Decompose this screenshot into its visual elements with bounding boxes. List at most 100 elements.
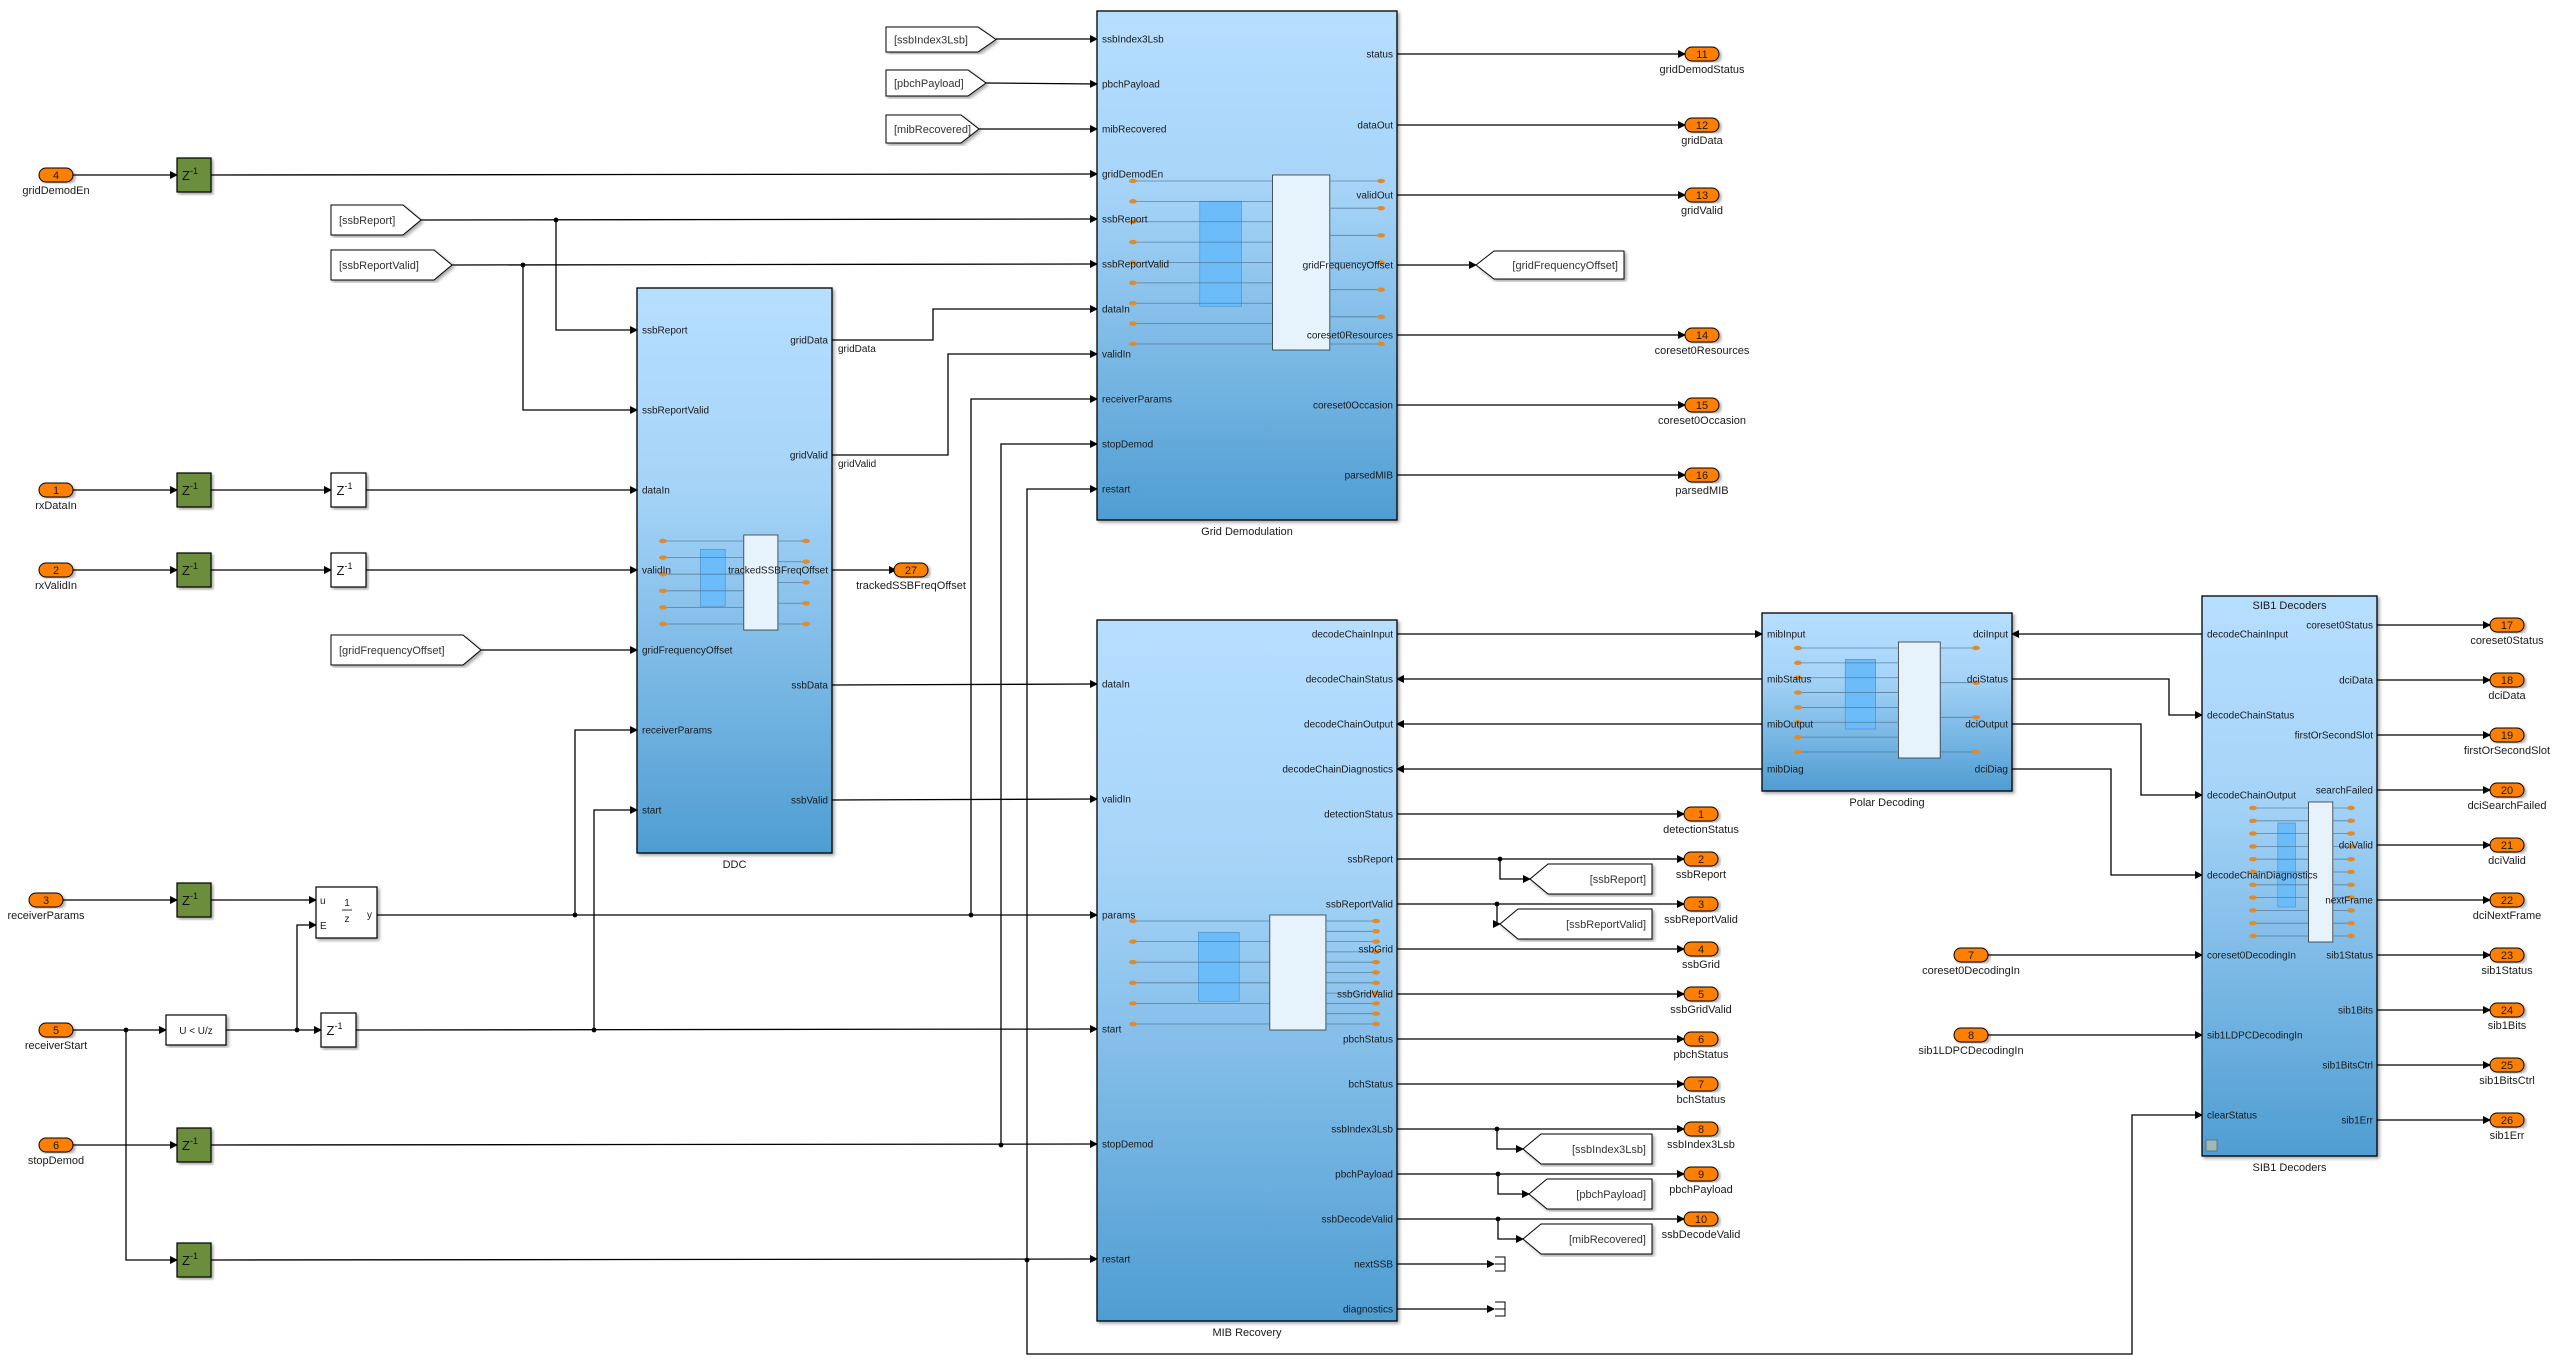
input-port-restart[interactable]: restart (1102, 1255, 1131, 1266)
goto-shape[interactable] (1522, 1133, 1653, 1165)
from-tag[interactable]: [gridFrequencyOffset] (330, 634, 482, 666)
output-port-ssbIndex3Lsb[interactable]: ssbIndex3Lsb (1331, 1125, 1393, 1136)
signal-line[interactable] (593, 806, 638, 1030)
input-port-restart[interactable]: restart (1102, 485, 1131, 496)
signal-line[interactable] (574, 726, 638, 915)
input-port-dataIn[interactable]: dataIn (1102, 680, 1130, 691)
output-port-sib1Err[interactable]: sib1Err (2341, 1116, 2373, 1127)
signal-line[interactable] (1493, 904, 1501, 928)
inport-shape[interactable] (38, 1022, 74, 1038)
input-port-dataIn[interactable]: dataIn (1102, 305, 1130, 316)
output-port-pbchPayload[interactable]: pbchPayload (1335, 1170, 1393, 1181)
delay-shape[interactable] (176, 552, 212, 588)
output-port-bchStatus[interactable]: bchStatus (1349, 1080, 1393, 1091)
output-port-validOut[interactable]: validOut (1356, 191, 1393, 202)
outport-shape[interactable] (1683, 851, 1719, 867)
from-shape[interactable] (330, 249, 453, 281)
delay-shape[interactable] (176, 157, 212, 193)
goto-tag[interactable]: [gridFrequencyOffset] (1475, 250, 1625, 280)
output-port-coreset0Status[interactable]: coreset0Status (2306, 621, 2373, 632)
outport-shape[interactable] (1684, 46, 1720, 62)
outport-shape[interactable] (1684, 117, 1720, 133)
output-port-decodeChainDiagnostics[interactable]: decodeChainDiagnostics (1282, 765, 1393, 776)
output-port-searchFailed[interactable]: searchFailed (2316, 786, 2373, 797)
outport-shape[interactable] (1683, 806, 1719, 822)
output-port-sib1Bits[interactable]: sib1Bits (2338, 1006, 2373, 1017)
outport-shape[interactable] (1683, 1031, 1719, 1047)
signal-line[interactable] (2012, 768, 2203, 879)
signal-line[interactable] (1499, 859, 1531, 883)
signal-line[interactable] (1496, 1129, 1524, 1153)
from-tag[interactable]: [ssbReportValid] (330, 249, 453, 281)
input-port-validIn[interactable]: validIn (1102, 350, 1131, 361)
input-port-start[interactable]: start (1102, 1025, 1122, 1036)
outport-shape[interactable] (2489, 1057, 2525, 1073)
outport-shape[interactable] (2489, 1112, 2525, 1128)
ddc-subsystem-body[interactable] (636, 287, 833, 854)
signal-line[interactable] (451, 260, 1098, 269)
output-port-dciData[interactable]: dciData (2339, 676, 2373, 687)
input-port-decodeChainInput[interactable]: decodeChainInput (2207, 630, 2288, 641)
enabled-delay-shape[interactable] (315, 886, 378, 939)
output-port-ssbGridValid[interactable]: ssbGridValid (1337, 990, 1393, 1001)
input-port-decodeChainOutput[interactable]: decodeChainOutput (2207, 791, 2296, 802)
output-port-nextFrame[interactable]: nextFrame (2325, 896, 2373, 907)
from-tag[interactable]: [ssbReport] (330, 204, 422, 236)
signal-line[interactable] (420, 215, 1098, 224)
output-port-coreset0Occasion[interactable]: coreset0Occasion (1313, 401, 1393, 412)
signal-line[interactable] (1497, 1174, 1530, 1198)
input-port-validIn[interactable]: validIn (642, 566, 671, 577)
sib1-decoders-subsystem[interactable]: decodeChainInputdecodeChainStatusdecodeC… (2201, 595, 2378, 1174)
input-port-ssbIndex3Lsb[interactable]: ssbIndex3Lsb (1102, 35, 1164, 46)
signal-line[interactable] (832, 350, 1098, 456)
mib-recovery-subsystem[interactable]: dataInvalidInparamsstartstopDemodrestart… (1096, 619, 1398, 1339)
output-port-status[interactable]: status (1366, 50, 1393, 61)
inport-shape[interactable] (38, 167, 74, 183)
signal-line[interactable] (210, 1140, 1098, 1149)
output-port-diagnostics[interactable]: diagnostics (1343, 1305, 1393, 1316)
output-port-sib1BitsCtrl[interactable]: sib1BitsCtrl (2322, 1061, 2373, 1072)
outport-shape[interactable] (2489, 672, 2525, 688)
output-port-dciInput[interactable]: dciInput (1973, 630, 2008, 641)
signal-line[interactable] (296, 921, 317, 1030)
inport-shape[interactable] (28, 892, 64, 908)
input-port-ssbReport[interactable]: ssbReport (642, 326, 688, 337)
output-port-dataOut[interactable]: dataOut (1357, 121, 1393, 132)
goto-shape[interactable] (1499, 908, 1653, 940)
output-port-gridValid[interactable]: gridValid (790, 451, 828, 462)
goto-tag[interactable]: [ssbReport] (1529, 863, 1653, 895)
delay-shape[interactable] (330, 552, 367, 588)
input-port-start[interactable]: start (642, 806, 662, 817)
unit-delay-block[interactable]: Z-1 (176, 472, 212, 508)
polar-decoding-subsystem-body[interactable] (1761, 612, 2013, 792)
from-tag[interactable]: [mibRecovered] (885, 114, 980, 144)
outport-shape[interactable] (1683, 1166, 1719, 1182)
polar-decoding-subsystem[interactable]: mibInputmibStatusmibOutputmibDiagdciInpu… (1761, 612, 2013, 809)
input-port-mibStatus[interactable]: mibStatus (1767, 675, 1811, 686)
signal-line[interactable] (831, 680, 1098, 689)
output-port-ssbDecodeValid[interactable]: ssbDecodeValid (1321, 1215, 1393, 1226)
output-port-ssbData[interactable]: ssbData (791, 681, 828, 692)
output-port-decodeChainStatus[interactable]: decodeChainStatus (1306, 675, 1393, 686)
input-port-mibRecovered[interactable]: mibRecovered (1102, 125, 1166, 136)
input-port-mibOutput[interactable]: mibOutput (1767, 720, 1813, 731)
output-port-ssbReport[interactable]: ssbReport (1347, 855, 1393, 866)
from-tag[interactable]: [pbchPayload] (885, 69, 987, 97)
inport-shape[interactable] (38, 482, 74, 498)
edge-detect-shape[interactable] (165, 1014, 227, 1046)
